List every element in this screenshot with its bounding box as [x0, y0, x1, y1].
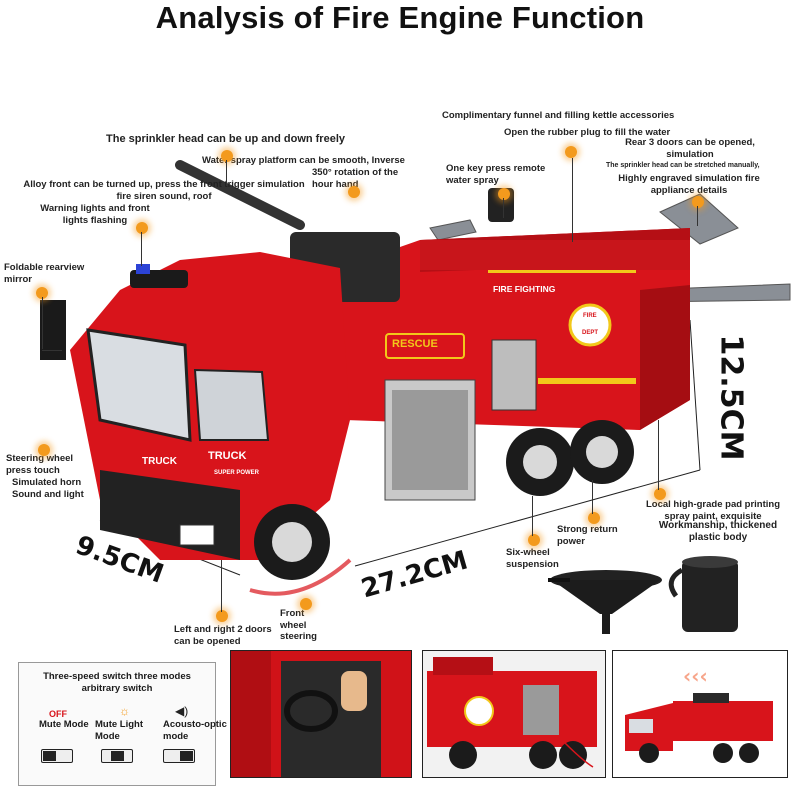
hotspot-dot	[528, 534, 540, 546]
detail-photo-full-truck: ‹‹‹	[612, 650, 788, 778]
truck-cab	[40, 252, 350, 560]
hotspot-dot	[300, 598, 312, 610]
hotspot-dot	[216, 610, 228, 622]
acousto-label: Acousto-optic mode	[163, 719, 227, 742]
hotspot-dot	[565, 146, 577, 158]
annotation-alloy-front: Alloy front can be turned up, press the …	[23, 179, 305, 202]
annotation-foldable-mirror: Foldable rearview mirror	[4, 262, 85, 285]
hotspot-dot	[38, 444, 50, 456]
spray-truck-illustration	[427, 657, 597, 769]
switch-mute-light[interactable]	[101, 749, 133, 763]
switch-mode-panel: Three-speed switch three modes arbitrary…	[18, 662, 227, 786]
annotation-front-wheel: Front wheel steering	[280, 608, 317, 642]
funnel-accessory	[548, 570, 662, 634]
leader-line	[221, 560, 222, 612]
leader-line	[592, 480, 593, 514]
annotation-simulated-horn: Simulated horn Sound and light	[12, 477, 84, 500]
full-truck-illustration: ‹‹‹	[625, 664, 773, 763]
wheels	[254, 420, 634, 580]
hotspot-dot	[498, 188, 510, 200]
hotspot-dot	[348, 186, 360, 198]
kettle-accessory	[668, 556, 738, 632]
hotspot-dot	[136, 222, 148, 234]
mute-mode-label: Mute Mode	[39, 719, 89, 730]
hotspot-dot	[588, 512, 600, 524]
leader-line	[226, 160, 227, 186]
leader-line	[42, 350, 62, 351]
annotation-complimentary: Complimentary funnel and filling kettle …	[442, 110, 675, 121]
badge-bottom-label: DEPT	[582, 330, 599, 336]
mute-light-label: Mute Light Mode	[95, 719, 144, 742]
truck-fire-fighting-label: FIRE FIGHTING	[493, 284, 556, 294]
switch-panel-heading: Three-speed switch three modes arbitrary…	[43, 671, 191, 694]
annotation-six-wheel: Six-wheel suspension	[506, 547, 559, 570]
leader-line	[42, 297, 43, 349]
leader-line	[697, 206, 698, 226]
super-power-label: SUPER POWER	[214, 470, 260, 476]
height-dimension: 12.5CM	[713, 334, 749, 461]
hotspot-dot	[654, 488, 666, 500]
hotspot-dot	[692, 196, 704, 208]
leader-line	[503, 198, 504, 218]
steering-arrow-icon	[249, 558, 352, 596]
steering-closeup-illustration	[231, 651, 411, 777]
page-title: Analysis of Fire Engine Function	[155, 0, 645, 35]
annotation-steering-wheel: Steering wheel press touch	[6, 453, 74, 476]
badge-top-label: FIRE	[583, 313, 597, 319]
truck-body	[340, 228, 690, 501]
leader-line	[141, 232, 142, 266]
off-label: OFF	[49, 709, 67, 719]
annotation-warning-lights: Warning lights and front lights flashing	[40, 203, 150, 226]
detail-photo-spray	[422, 650, 606, 778]
annotation-rear-doors: Rear 3 doors can be opened, simulation	[625, 137, 755, 160]
hotspot-dot	[221, 150, 233, 162]
annotation-sprinkler-stretch: The sprinkler head can be stretched manu…	[606, 162, 760, 169]
truck-door-label: TRUCK	[208, 450, 247, 462]
annotation-rubber-plug: Open the rubber plug to fill the water	[504, 127, 671, 138]
switch-mute-mode[interactable]	[41, 749, 73, 763]
switch-acousto[interactable]	[163, 749, 195, 763]
annotation-engraved: Highly engraved simulation fire applianc…	[618, 173, 760, 196]
leader-line	[532, 496, 533, 536]
annotation-workmanship: Workmanship, thickened plastic body	[658, 520, 778, 543]
annotation-strong-return: Strong return power	[557, 524, 618, 547]
detail-photo-steering	[230, 650, 412, 778]
annotation-one-key: One key press remote water spray	[446, 163, 546, 186]
annotation-water-platform-b: 350° rotation of the hour hand	[312, 167, 399, 190]
truck-rescue-label: RESCUE	[392, 338, 438, 350]
annotation-water-platform-a: Water spray platform can be smooth, Inve…	[202, 155, 405, 166]
truck-grille-label: TRUCK	[142, 456, 177, 467]
leader-line	[572, 158, 573, 242]
annotation-doors: Left and right 2 doors can be opened	[174, 624, 272, 647]
svg-text:‹‹‹: ‹‹‹	[683, 664, 708, 688]
leader-line	[658, 420, 659, 490]
hotspot-dot	[36, 287, 48, 299]
annotation-sprinkler-head: The sprinkler head can be up and down fr…	[106, 133, 345, 145]
light-icon: ☼	[119, 704, 130, 718]
speaker-icon: ◀)	[175, 704, 189, 718]
annotation-pad-printing: Local high-grade pad printing spray pain…	[645, 499, 781, 522]
